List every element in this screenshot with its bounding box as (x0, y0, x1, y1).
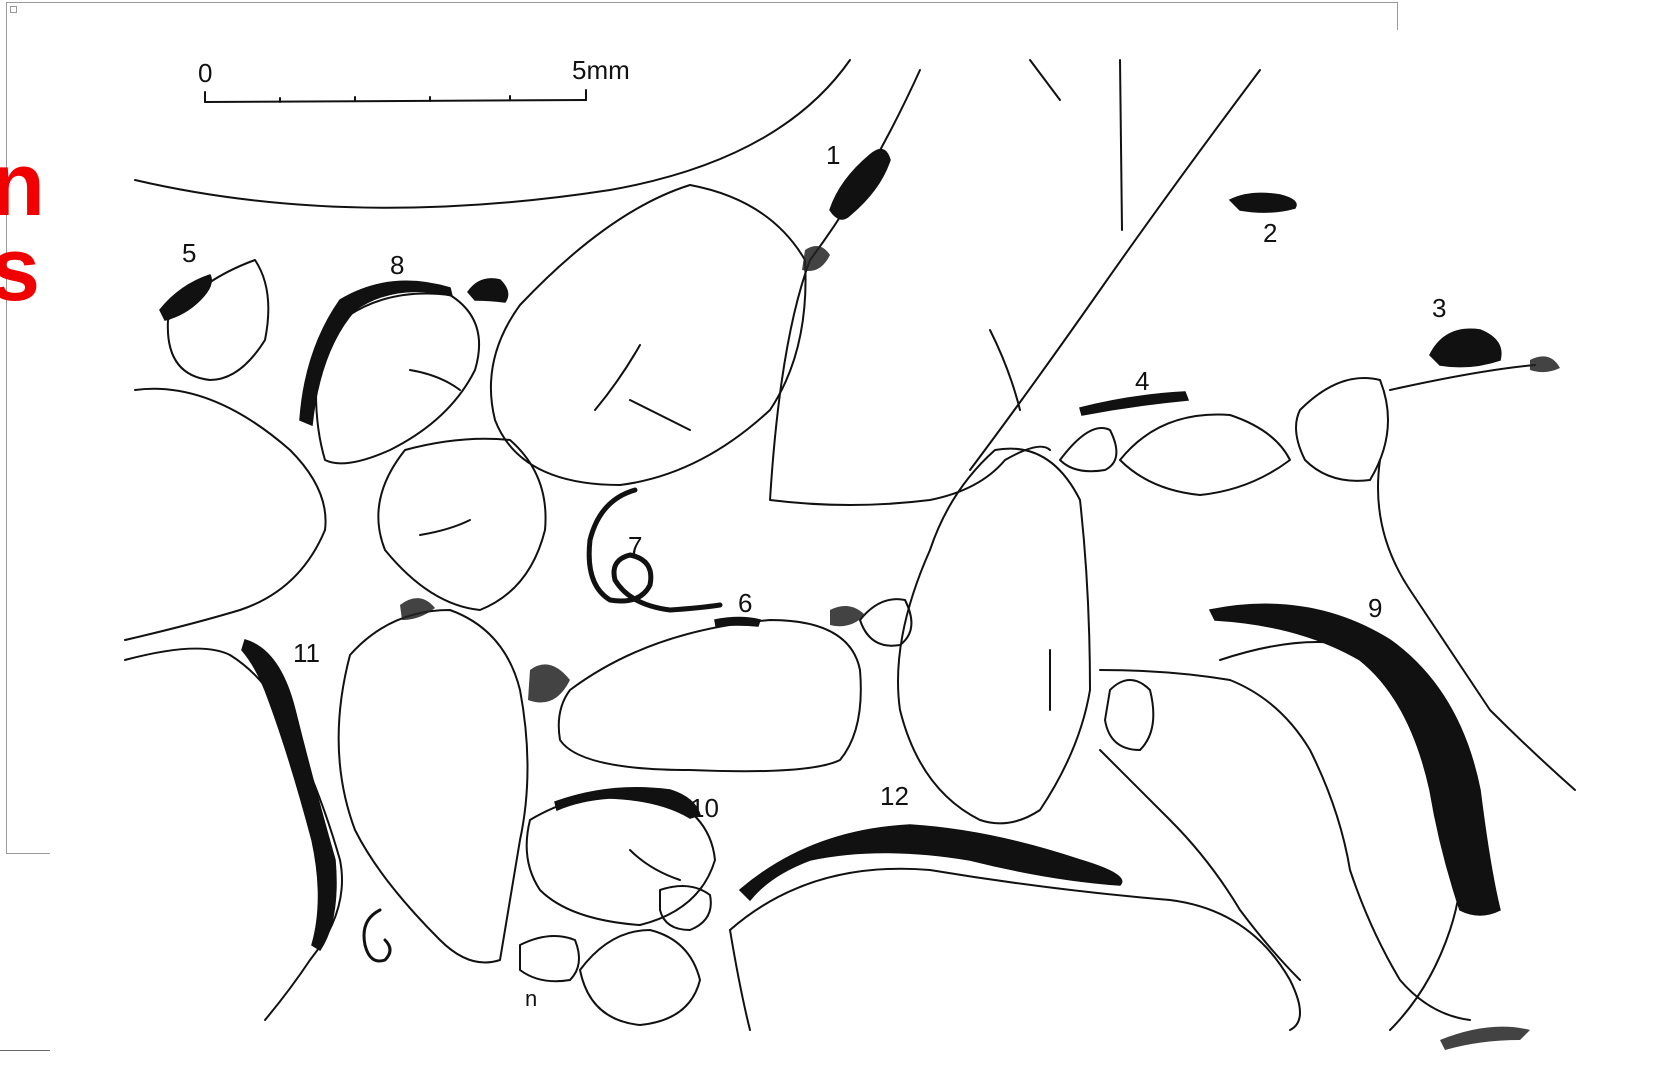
grain-outline (770, 70, 1050, 505)
grain-outline (660, 886, 711, 930)
label-2: 2 (1263, 220, 1277, 246)
label-12: 12 (880, 783, 909, 809)
background-divider (0, 1050, 55, 1051)
grain-outline (491, 185, 806, 485)
grain-outline (339, 610, 528, 963)
organism-n (364, 910, 390, 961)
organism-small-head (468, 279, 508, 302)
grain-outline (125, 389, 326, 640)
grain-outline (1296, 378, 1388, 481)
grain-outline (559, 620, 861, 771)
background-red-letter-1: n (0, 140, 45, 230)
drawing-canvas (50, 30, 1675, 1092)
label-4: 4 (1135, 368, 1149, 394)
label-6: 6 (738, 590, 752, 616)
grain-outline (860, 599, 911, 646)
organism-6 (715, 618, 760, 627)
grain-outline (1105, 680, 1153, 750)
label-7: 7 (628, 533, 642, 559)
organism-5 (160, 275, 211, 320)
label-1: 1 (826, 142, 840, 168)
background-window-titlebar (7, 3, 1400, 15)
sediment-fauna-drawing: 0 5mm 1 2 3 4 5 6 7 8 9 10 11 12 n (50, 30, 1675, 1092)
organism-4 (1080, 392, 1188, 415)
label-3: 3 (1432, 295, 1446, 321)
grain-outline (898, 449, 1090, 824)
label-5: 5 (182, 240, 196, 266)
grain-outline (135, 60, 850, 208)
grain-outline (1120, 415, 1290, 495)
window-app-icon (10, 6, 17, 13)
scale-bar-end-label: 5mm (572, 57, 630, 83)
label-9: 9 (1368, 595, 1382, 621)
grain-outline (168, 260, 269, 380)
grain-outline (520, 936, 579, 981)
label-n: n (525, 988, 537, 1010)
grain-outline (1060, 428, 1116, 471)
scale-bar (205, 90, 586, 102)
grain-outline (580, 930, 700, 1025)
organism-2 (1230, 193, 1296, 212)
label-10: 10 (690, 795, 719, 821)
label-8: 8 (390, 252, 404, 278)
scale-bar-start-label: 0 (198, 60, 212, 86)
organism-7 (589, 490, 720, 610)
organism-10 (555, 788, 700, 818)
background-red-letter-2: s (0, 225, 40, 315)
organism-3 (1430, 329, 1501, 366)
organism-11 (242, 640, 336, 950)
label-11: 11 (293, 640, 320, 666)
